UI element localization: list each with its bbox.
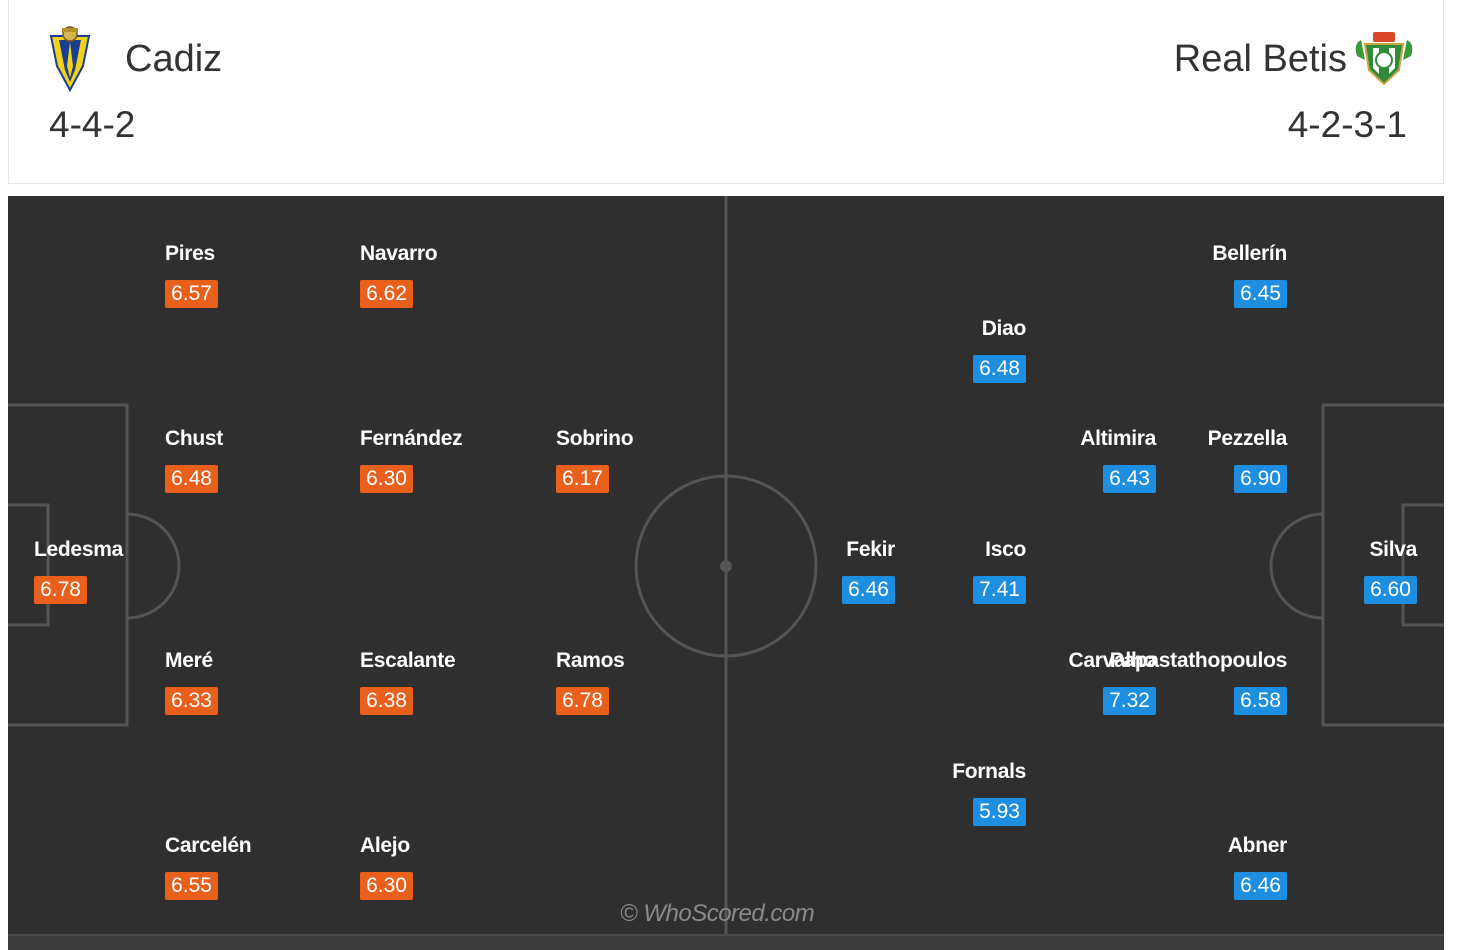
player-name: Alejo <box>360 834 410 857</box>
player-rating: 6.48 <box>165 465 218 493</box>
player-name: Carvalho <box>1068 649 1157 672</box>
player-rating: 6.43 <box>1103 465 1156 493</box>
player-rating: 5.93 <box>973 798 1026 826</box>
player-rating: 6.78 <box>556 687 609 715</box>
cadiz-crest-icon[interactable] <box>45 26 95 92</box>
watermark: © WhoScored.com <box>620 900 815 927</box>
player-name: Diao <box>981 317 1027 340</box>
player-name: Fornals <box>952 760 1026 783</box>
player-rating: 7.32 <box>1103 687 1156 715</box>
player-name: Altimira <box>1080 427 1156 450</box>
player-name: Silva <box>1369 538 1417 561</box>
player-rating: 6.62 <box>360 280 413 308</box>
player-rating: 6.46 <box>842 576 895 604</box>
home-team-name[interactable]: Cadiz <box>125 38 223 80</box>
away-formation: 4-2-3-1 <box>1287 104 1407 145</box>
player-name: Meré <box>165 649 213 672</box>
pitch: Pires 6.57 Navarro 6.62 Chust 6.48 Ferná… <box>8 196 1444 950</box>
player-name: Ledesma <box>34 538 123 561</box>
real-betis-crest-icon[interactable] <box>1351 30 1417 88</box>
player-rating: 6.45 <box>1234 280 1287 308</box>
player-rating: 6.17 <box>556 465 609 493</box>
player-rating: 6.38 <box>360 687 413 715</box>
player-rating: 6.55 <box>165 872 218 900</box>
player-rating: 6.58 <box>1234 687 1287 715</box>
player-name: Bellerín <box>1212 242 1287 265</box>
player-name: Papastathopoulos <box>1109 649 1288 672</box>
player-rating: 6.30 <box>360 465 413 493</box>
player-name: Carcelén <box>165 834 252 857</box>
player-rating: 6.90 <box>1234 465 1287 493</box>
player-name: Fernández <box>360 427 463 450</box>
player-name: Navarro <box>360 242 438 265</box>
player-rating: 6.48 <box>973 355 1026 383</box>
player-name: Abner <box>1227 834 1287 857</box>
match-header: Cadiz 4-4-2 Real Betis 4-2-3-1 <box>8 0 1444 184</box>
player-name: Isco <box>985 538 1026 561</box>
player-rating: 6.60 <box>1364 576 1417 604</box>
pitch-bottom-edge <box>8 934 1444 950</box>
player-rating: 6.46 <box>1234 872 1287 900</box>
player-rating: 7.41 <box>973 576 1026 604</box>
player-name: Pezzella <box>1207 427 1288 450</box>
player-name: Pires <box>165 242 215 265</box>
player-rating: 6.57 <box>165 280 218 308</box>
away-team-name[interactable]: Real Betis <box>1173 38 1347 80</box>
player-name: Chust <box>165 427 223 450</box>
player-rating: 6.33 <box>165 687 218 715</box>
home-formation: 4-4-2 <box>49 104 136 145</box>
player-name: Escalante <box>360 649 456 672</box>
player-rating: 6.78 <box>34 576 87 604</box>
player-name: Ramos <box>556 649 625 672</box>
player-name: Fekir <box>846 538 895 561</box>
player-name: Sobrino <box>556 427 634 450</box>
player-rating: 6.30 <box>360 872 413 900</box>
pitch-markings <box>8 196 1444 936</box>
